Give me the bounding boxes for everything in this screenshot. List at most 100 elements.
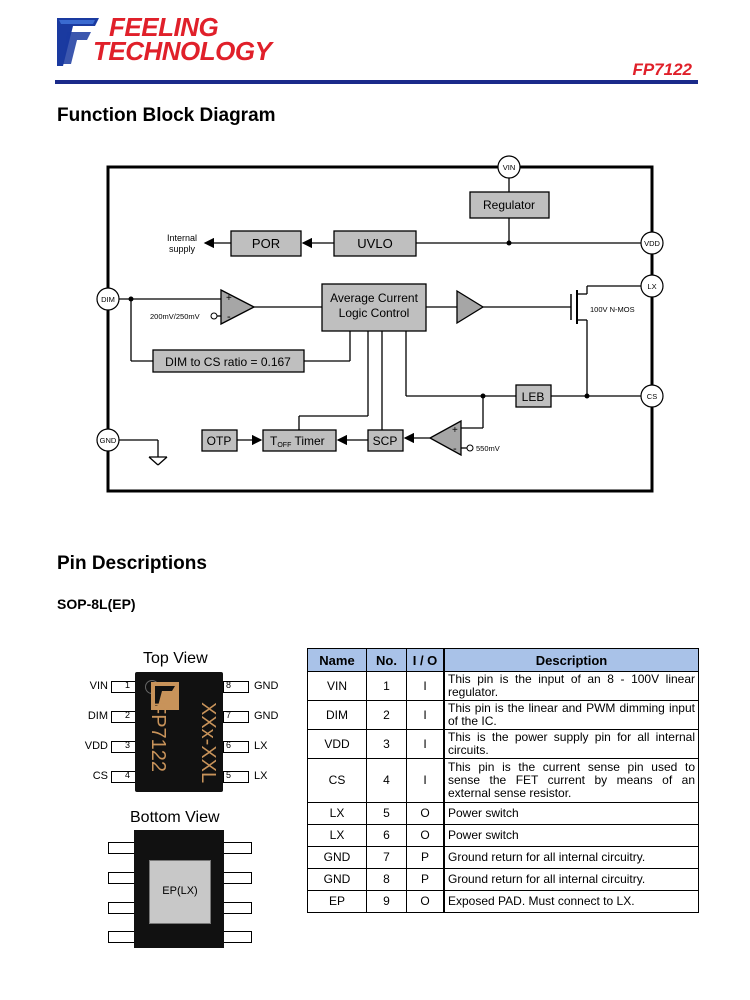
otp-block: OTP	[201, 429, 238, 452]
chip-marking-2: XXx-XXL	[197, 702, 219, 784]
col-header-name: Name	[307, 648, 367, 672]
pin-vin: VIN	[497, 155, 521, 179]
top-view-label: Top View	[143, 650, 208, 667]
part-number: FP7122	[632, 60, 692, 79]
pin-label-right-6: LX	[254, 740, 268, 752]
col-header-description: Description	[443, 648, 699, 672]
table-header-row: Name No. I / O Description	[307, 648, 699, 672]
average-current-logic-block: Average Current Logic Control	[321, 283, 427, 332]
pin-label-left-3: VDD	[84, 740, 108, 752]
dim-ratio-label: DIM to CS ratio = 0.167	[165, 355, 291, 369]
dim-ref-label: 200mV/250mV	[150, 312, 200, 321]
alc-label-2: Logic Control	[339, 306, 410, 320]
svg-text:-: -	[453, 443, 457, 455]
alc-label-1: Average Current	[330, 291, 418, 305]
toff-rest: Timer	[291, 434, 324, 448]
gate-driver-buffer	[456, 289, 485, 325]
n-mos-transistor	[570, 286, 588, 396]
regulator-label: Regulator	[483, 198, 535, 212]
exposed-pad: EP(LX)	[149, 860, 211, 924]
ground-symbol-icon	[148, 456, 168, 466]
por-label: POR	[252, 236, 280, 251]
svg-text:-: -	[227, 311, 231, 323]
pin-cs: CS	[640, 384, 664, 408]
pin-descriptions-title: Pin Descriptions	[57, 553, 207, 574]
logo-line-feeling: FEELING	[109, 12, 219, 42]
svg-text:VIN: VIN	[503, 163, 516, 172]
bottom-view-label: Bottom View	[130, 809, 220, 826]
pin-vdd: VDD	[640, 231, 664, 255]
top-view-package: VIN DIM VDD CS 1 2 3 4 FP7122 XXx-XXL 8 …	[78, 672, 288, 792]
chip-body: FP7122 XXx-XXL	[135, 672, 223, 792]
table-row: VIN 1 I This pin is the input of an 8 - …	[307, 671, 699, 701]
svg-text:VDD: VDD	[644, 239, 660, 248]
company-logo: FEELING TECHNOLOGY	[55, 14, 275, 74]
table-row: DIM 2 I This pin is the linear and PWM d…	[307, 700, 699, 730]
header-rule	[55, 80, 698, 84]
package-title: SOP-8L(EP)	[57, 596, 136, 612]
pin-description-table: Name No. I / O Description VIN 1 I This …	[307, 648, 699, 913]
svg-text:TOFF Timer: TOFF Timer	[270, 434, 325, 449]
pin-label-right-7: GND	[254, 710, 279, 722]
ic-boundary	[106, 165, 654, 493]
table-row: EP 9 O Exposed PAD. Must connect to LX.	[307, 890, 699, 913]
pin-num-5: 5	[226, 770, 232, 780]
dim-comparator: + -	[220, 288, 256, 326]
scp-ref-label: 550mV	[476, 444, 500, 453]
chip-marking-1: FP7122	[147, 702, 169, 773]
pin-label-left-1: VIN	[89, 680, 108, 692]
table-row: VDD 3 I This is the power supply pin for…	[307, 729, 699, 759]
scp-comparator: + -	[428, 419, 462, 457]
pin-label-right-5: LX	[254, 770, 268, 782]
pin-num-4: 4	[125, 770, 131, 780]
logo-mark-icon	[57, 18, 99, 66]
pin-gnd: GND	[96, 428, 120, 452]
table-row: LX 6 O Power switch	[307, 824, 699, 847]
svg-text:GND: GND	[100, 436, 117, 445]
pin-num-3: 3	[125, 740, 131, 750]
toff-sub: OFF	[277, 442, 291, 449]
pin-num-1: 1	[125, 680, 131, 690]
pin-label-right-8: GND	[254, 680, 279, 692]
svg-text:+: +	[226, 293, 232, 304]
block-diagram-title: Function Block Diagram	[57, 105, 276, 126]
leb-block: LEB	[515, 384, 552, 408]
ep-label: EP(LX)	[162, 885, 198, 897]
pin-dim: DIM	[96, 287, 120, 311]
function-block-diagram: Regulator UVLO POR Internal supply + - 2…	[96, 155, 664, 493]
pin-num-2: 2	[125, 710, 131, 720]
toff-t: T	[270, 434, 278, 448]
table-row: LX 5 O Power switch	[307, 802, 699, 825]
table-row: CS 4 I This pin is the current sense pin…	[307, 758, 699, 803]
scp-block: SCP	[367, 429, 404, 452]
internal-supply-label-1: Internal	[167, 233, 197, 243]
scp-label: SCP	[373, 434, 398, 448]
internal-supply-label-2: supply	[169, 244, 196, 254]
pin-label-left-4: CS	[92, 770, 108, 782]
svg-text:CS: CS	[647, 392, 657, 401]
logo-line-technology: TECHNOLOGY	[93, 36, 272, 66]
regulator-block: Regulator	[469, 191, 550, 219]
chip-logo-icon	[151, 682, 179, 710]
pin-lx: LX	[640, 274, 664, 298]
leb-label: LEB	[522, 390, 545, 404]
dim-ratio-block: DIM to CS ratio = 0.167	[152, 349, 305, 373]
col-header-no: No.	[366, 648, 407, 672]
mosfet-label: 100V N-MOS	[590, 305, 635, 314]
table-row: GND 7 P Ground return for all internal c…	[307, 846, 699, 869]
otp-label: OTP	[207, 434, 232, 448]
pin-label-left-2: DIM	[87, 710, 108, 722]
svg-text:LX: LX	[647, 282, 656, 291]
svg-text:DIM: DIM	[101, 295, 115, 304]
toff-timer-block: TOFF Timer	[262, 429, 337, 452]
uvlo-block: UVLO	[333, 230, 417, 257]
table-row: GND 8 P Ground return for all internal c…	[307, 868, 699, 891]
col-header-io: I / O	[406, 648, 445, 672]
por-block: POR	[230, 230, 302, 257]
pin-num-7: 7	[226, 710, 232, 720]
pin-num-8: 8	[226, 680, 232, 690]
pin-num-6: 6	[226, 740, 232, 750]
uvlo-label: UVLO	[357, 236, 392, 251]
svg-text:+: +	[452, 425, 458, 436]
bottom-view-package: EP(LX)	[108, 830, 252, 948]
